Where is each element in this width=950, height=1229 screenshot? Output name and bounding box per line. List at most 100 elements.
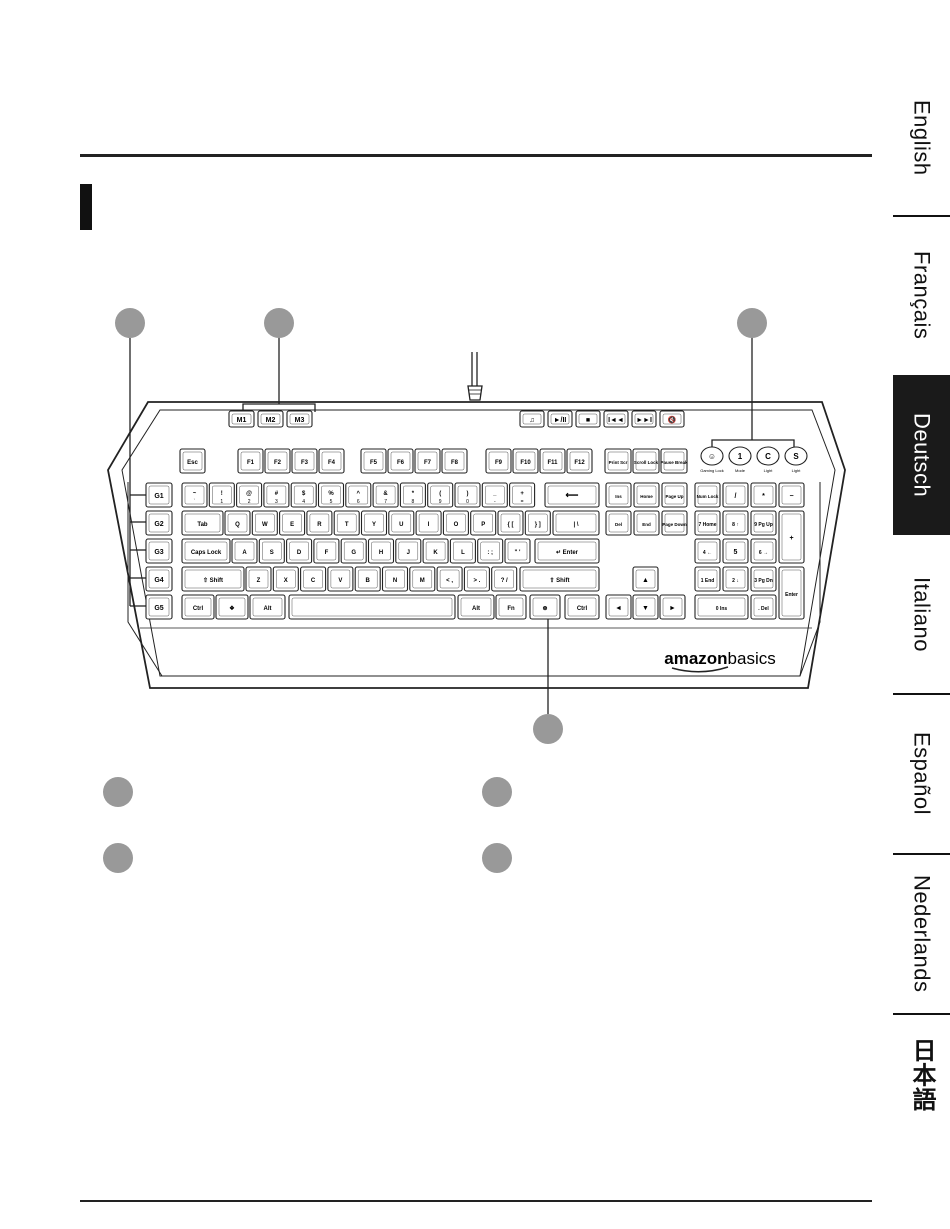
key-label: Del <box>615 522 622 527</box>
key-label: ! <box>221 491 223 497</box>
key-label: _ <box>492 491 497 497</box>
keycap: Esc <box>179 448 206 474</box>
key-label: F11 <box>547 460 558 466</box>
keycap: ►/II <box>547 410 573 428</box>
key-sublabel: = <box>521 499 524 505</box>
key-label: Ins <box>615 494 622 499</box>
keycap: N <box>381 566 409 592</box>
key-label: J <box>407 550 410 556</box>
svg-text:C: C <box>765 452 771 461</box>
lang-tab-espanol[interactable]: Español <box>893 695 950 853</box>
svg-text:Light: Light <box>764 468 774 473</box>
keycap: 6 → <box>750 538 777 564</box>
lang-tab-francais[interactable]: Français <box>893 217 950 374</box>
key-label: . Del <box>758 606 769 612</box>
keycap: 7 Home <box>694 510 721 536</box>
lang-tab-divider <box>893 853 950 855</box>
key-sublabel: 3 <box>275 499 278 505</box>
key-label: F2 <box>274 460 282 466</box>
keycap: G3 <box>145 538 173 564</box>
key-label: F12 <box>574 460 585 466</box>
key-label: Fn <box>507 606 515 612</box>
key-label: ■ <box>586 417 590 424</box>
key-label: 🔇 <box>668 415 677 424</box>
keycap: $4 <box>290 482 317 508</box>
key-label: I◄◄ <box>608 417 624 424</box>
key-label: D <box>297 550 302 556</box>
keycap: !1 <box>208 482 235 508</box>
key-label: 6 → <box>759 550 768 556</box>
keycap: < , <box>436 566 463 592</box>
keycap: F8 <box>441 448 468 474</box>
key-label: ❖ <box>229 605 235 612</box>
key-label: Esc <box>187 460 198 466</box>
lang-tab-japanese[interactable]: 日本語 <box>893 1015 950 1135</box>
keycap: > . <box>463 566 490 592</box>
lang-tab-label: Français <box>909 251 935 340</box>
key-label: H <box>379 550 383 556</box>
key-label: G3 <box>154 549 163 556</box>
keycap: Home <box>633 482 660 508</box>
key-label: ⇧ Shift <box>549 577 569 584</box>
key-label: F5 <box>370 460 378 466</box>
keycap: 🔇 <box>659 410 685 428</box>
keycap: Q <box>224 510 251 536</box>
legend-marker <box>103 843 133 873</box>
key-label: Z <box>257 578 261 584</box>
keyboard-cable <box>467 352 483 401</box>
keycap: A <box>231 538 258 564</box>
key-label: I <box>428 522 430 528</box>
key-label: 0 Ins <box>716 606 728 612</box>
key-label: < , <box>446 578 453 584</box>
callout-fn-keys <box>533 714 563 744</box>
keycap: } ] <box>524 510 551 536</box>
keycap: ◄ <box>605 594 632 620</box>
key-label: Alt <box>264 606 272 612</box>
key-label: M1 <box>237 417 247 424</box>
key-label: Enter <box>785 592 798 598</box>
key-label: / <box>735 493 737 500</box>
keycap: G5 <box>145 594 173 620</box>
lang-tab-english[interactable]: English <box>893 60 950 215</box>
callout-macro-keys <box>264 308 294 338</box>
key-label: E <box>290 522 294 528</box>
key-label: W <box>262 522 268 528</box>
keycap: ► <box>659 594 686 620</box>
key-sublabel: 6 <box>357 499 360 505</box>
key-sublabel: - <box>494 499 496 505</box>
key-label: M2 <box>266 417 276 424</box>
keycap: 0 Ins <box>694 594 749 620</box>
key-sublabel: 5 <box>330 499 333 505</box>
key-label: Ctrl <box>193 606 204 612</box>
key-label: ◄ <box>615 605 622 612</box>
keycap: ❖ <box>215 594 249 620</box>
key-label: " ' <box>515 550 522 556</box>
key-label: Alt <box>472 606 480 612</box>
keycap: 4 ← <box>694 538 721 564</box>
lang-tab-italiano[interactable]: Italiano <box>893 536 950 692</box>
keycap: Page Up <box>661 482 688 508</box>
callout-g-keys <box>115 308 145 338</box>
keycap: D <box>286 538 313 564</box>
key-label: 3 Pg Dn <box>754 578 773 584</box>
keycap: K <box>422 538 449 564</box>
key-label: L <box>461 550 465 556</box>
lang-tab-nederlands[interactable]: Nederlands <box>893 855 950 1012</box>
key-label: End <box>642 522 651 527</box>
keycap: M2 <box>257 410 284 428</box>
section-marker <box>80 184 92 230</box>
keycap: Del <box>605 510 632 536</box>
keycap: ⊛ <box>529 594 561 620</box>
lang-tab-label: Italiano <box>909 576 935 652</box>
svg-text:Gaming Lock: Gaming Lock <box>700 468 724 473</box>
svg-text:S: S <box>793 452 799 461</box>
keycap: . Del <box>750 594 777 620</box>
keycap: M1 <box>228 410 255 428</box>
lang-tab-deutsch[interactable]: Deutsch <box>893 375 950 535</box>
keycap: F12 <box>566 448 593 474</box>
key-label: % <box>328 491 334 497</box>
keycap: Enter <box>778 566 805 620</box>
keycap: ♫ <box>519 410 545 428</box>
key-label: G <box>351 550 356 556</box>
